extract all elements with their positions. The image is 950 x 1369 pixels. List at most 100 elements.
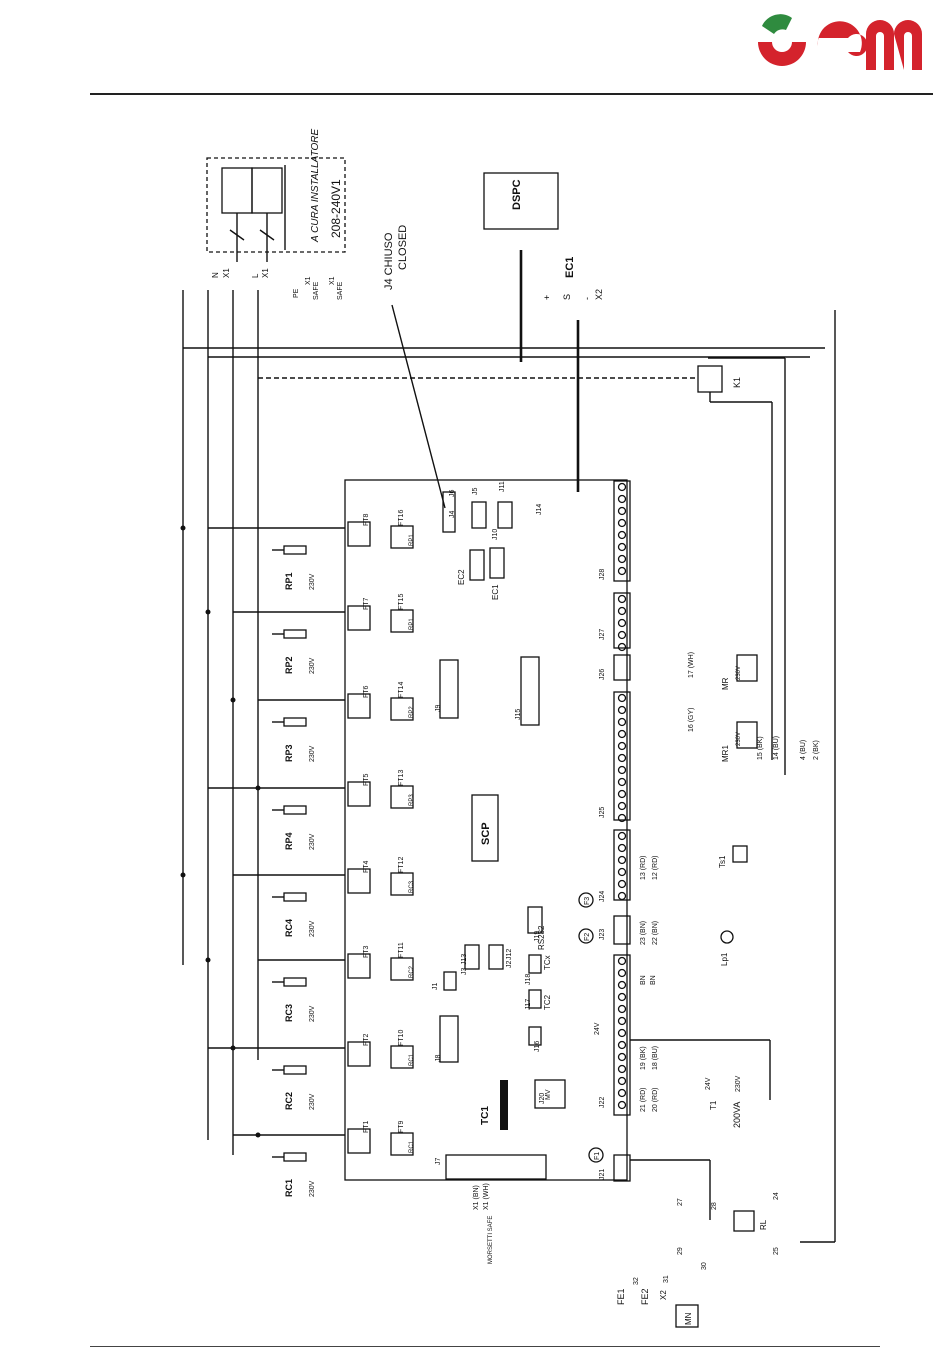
connector-label-j26: J26: [599, 669, 606, 680]
sensor-label-tcx: TCx: [543, 955, 552, 970]
heater-resistor-8: [283, 1152, 307, 1162]
wire-code-12: 18 (BU): [652, 1046, 659, 1070]
triac-block-2: [390, 609, 414, 633]
fuse-right-3: FT14: [398, 682, 405, 698]
wire-code-11: 19 (BK): [640, 1046, 647, 1070]
heater-resistor-3: [283, 717, 307, 727]
connector-label-j2: J2: [506, 961, 513, 969]
fan-volt-mr: 230V: [736, 666, 742, 680]
connector-label-j10: J10: [492, 529, 499, 540]
tc1-probe: [500, 1080, 508, 1130]
bottom-wire-24: 24: [773, 1192, 780, 1200]
fuse-holder-4: [347, 781, 371, 807]
terminal-screw-0-511: [617, 506, 627, 516]
logo-letter-e: [817, 21, 868, 57]
sensor-label-tc1: TC1: [480, 1106, 491, 1125]
fuse-left-5: FT4: [363, 860, 370, 873]
heater-resistor-1: [283, 545, 307, 555]
fuse-right-4: FT13: [398, 770, 405, 786]
bottom-wire-31: 31: [663, 1275, 670, 1283]
fuse-holder-6: [347, 953, 371, 979]
connector-label-j16: J16: [534, 1041, 541, 1052]
fuse-holder-8: [347, 1128, 371, 1154]
morsetti-label: MORSETTI SAFE: [488, 1216, 494, 1264]
heater-volt-8: 230V: [309, 1180, 316, 1197]
mains-label-x1: X1: [222, 268, 231, 278]
terminal-screw-2-818: [617, 813, 627, 823]
fuse-left-4: FT5: [363, 773, 370, 786]
terminal-screw-0-571: [617, 566, 627, 576]
connector-label-j3: J3: [461, 968, 468, 976]
x1-bn-label: X1 (BN): [473, 1185, 480, 1210]
terminal-screw-4-1093: [617, 1088, 627, 1098]
fuse-holder-7: [347, 1041, 371, 1067]
ec1-terminal: X2: [594, 289, 604, 300]
fuse-right-1: FT16: [398, 510, 405, 526]
connector-label-j25: J25: [599, 807, 606, 818]
transformer-primary: 230V: [735, 1075, 742, 1092]
terminal-screw-4-973: [617, 968, 627, 978]
heater-name-3: RP3: [284, 744, 294, 762]
fe1-label: FE1: [616, 1288, 626, 1305]
sensor-label-ec2: EC2: [457, 569, 466, 585]
connector-label-j23: J23: [599, 929, 606, 940]
mains-label-n: N: [211, 272, 220, 278]
junction-dot-2: [205, 609, 211, 615]
wire-code-13: 21 (RD): [640, 1087, 647, 1112]
terminal-screw-4-1057: [617, 1052, 627, 1062]
transformer-secondary: 24V: [705, 1077, 712, 1090]
fuse-left-8: FT1: [363, 1120, 370, 1133]
wire-code-3: 15 (BK): [757, 736, 764, 760]
heater-name-2: RP2: [284, 656, 294, 674]
mains-label-safe: SAFE: [313, 281, 320, 300]
heater-name-8: RC1: [284, 1179, 294, 1197]
triac-label-4: RP3: [409, 794, 415, 806]
terminal-screw-3-836: [617, 831, 627, 841]
terminal-screw-0-559: [617, 554, 627, 564]
junction-dot-5: [180, 872, 186, 878]
ec1-pin-s: S: [562, 294, 572, 300]
bottom-wire-29: 29: [677, 1247, 684, 1255]
mains-label-l: L: [251, 273, 260, 278]
transformer-name: T1: [709, 1100, 718, 1110]
connector-label-j24: J24: [599, 891, 606, 902]
triac-label-2: RP1: [409, 618, 415, 630]
bn-label-1: BN: [640, 975, 647, 985]
terminal-screw-4-1105: [617, 1100, 627, 1110]
connector-label-j17: J17: [525, 999, 532, 1010]
terminal-screw-0-547: [617, 542, 627, 552]
triac-block-6: [390, 957, 414, 981]
heater-name-6: RC3: [284, 1004, 294, 1022]
heater-volt-3: 230V: [309, 745, 316, 762]
bottom-wire-27: 27: [677, 1198, 684, 1206]
j4-note-line2: CLOSED: [397, 225, 409, 270]
fuse-circles: F1 F2 F3: [578, 892, 604, 1163]
triac-block-8: [390, 1132, 414, 1156]
terminal-screw-4-1033: [617, 1028, 627, 1038]
ec1-label: EC1: [564, 257, 576, 278]
heater-resistor-6: [283, 977, 307, 987]
connector-label-j4: J4: [449, 511, 456, 519]
relay-k1-label: K1: [732, 377, 742, 388]
triac-block-5: [390, 872, 414, 896]
mains-label-safe2: SAFE: [337, 281, 344, 300]
wire-code-10: 22 (BN): [652, 921, 659, 945]
fe2-label: FE2: [640, 1288, 650, 1305]
connector-label-j8: J8: [435, 1055, 442, 1063]
terminal-screw-4-997: [617, 992, 627, 1002]
x2-label: X2: [659, 1290, 668, 1300]
dspc-unit: DSPC: [483, 172, 559, 362]
junction-dot-8: [255, 1132, 261, 1138]
triac-label-6: RC2: [409, 965, 415, 978]
ec1-pin-plus: +: [542, 295, 552, 300]
mains-label-x1d: X1: [329, 276, 336, 285]
wire-code-14: 20 (RD): [652, 1087, 659, 1112]
heater-volt-4: 230V: [309, 833, 316, 850]
connector-label-j28: J28: [599, 569, 606, 580]
junction-dot-3: [230, 697, 236, 703]
logo-mark-green: [762, 14, 792, 34]
heater-resistor-2: [283, 629, 307, 639]
logo-letter-m: [866, 20, 922, 70]
wire-code-5: 4 (BU): [800, 740, 807, 760]
connector-label-j15: J15: [515, 709, 522, 720]
